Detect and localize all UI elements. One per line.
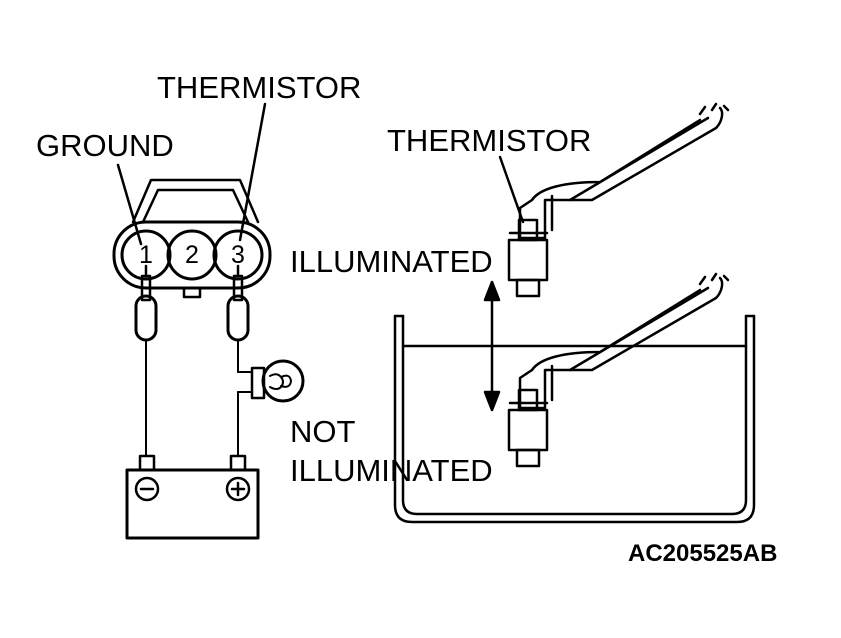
ground-leader-line	[116, 163, 143, 246]
thermistor-connector-label: THERMISTOR	[157, 70, 362, 105]
illuminated-label: ILLUMINATED	[290, 244, 493, 279]
negative-terminal-icon	[134, 476, 160, 502]
pin-3-circle	[212, 229, 264, 281]
not-illuminated-label: ILLUMINATED	[290, 453, 493, 488]
ground-label: GROUND	[36, 128, 174, 163]
thermistor-sensor-upper	[507, 102, 730, 298]
positive-terminal-icon	[225, 476, 251, 502]
not-label: NOT	[290, 414, 356, 449]
thermistor-leader-line	[238, 102, 267, 242]
pin-1-circle	[120, 229, 172, 281]
pin-1-label: 1	[139, 241, 153, 269]
reference-code: AC205525AB	[628, 540, 778, 567]
lamp-bulb	[250, 359, 305, 403]
pin-2-label: 2	[185, 241, 199, 269]
wiring	[145, 339, 253, 457]
battery	[125, 454, 260, 540]
water-container	[393, 314, 756, 524]
pin-2-circle	[166, 229, 218, 281]
sensor-leader-line	[498, 155, 525, 224]
pin-3-label: 3	[231, 241, 245, 269]
connector	[112, 178, 272, 299]
thermistor-sensor-label: THERMISTOR	[387, 123, 592, 158]
thermistor-sensor-lower	[507, 272, 730, 468]
